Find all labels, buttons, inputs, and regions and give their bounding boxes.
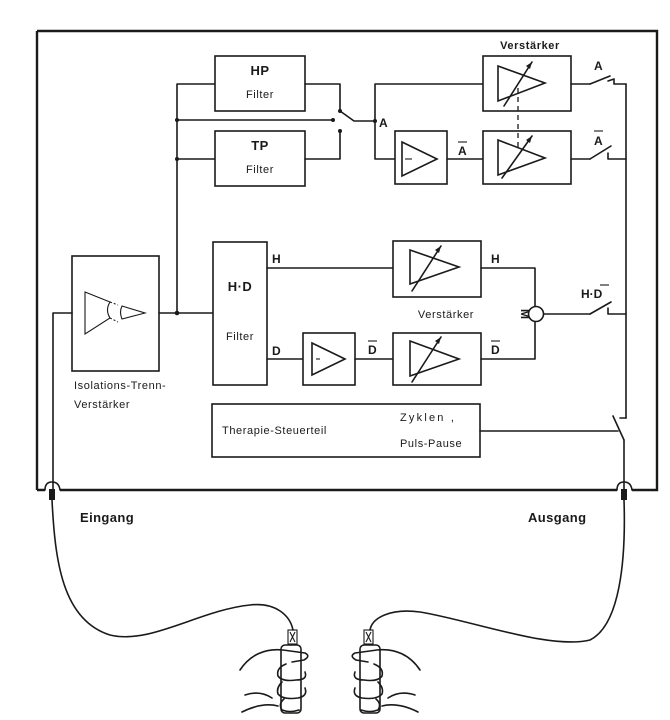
amplifier-icon [497, 64, 548, 103]
isolation-amplifier-icon [84, 291, 148, 336]
input-wire [52, 312, 73, 494]
output-label: Ausgang [528, 510, 586, 525]
hd-filter-sub: Filter [226, 331, 254, 343]
hp-filter-block: HP Filter [214, 55, 306, 112]
output-connector [616, 481, 633, 500]
amplifier-icon [497, 138, 548, 177]
signal-a-bar-label: A [458, 144, 467, 158]
filter-selector-switch [331, 109, 376, 133]
signal-d-bar-mid-label: D [368, 343, 377, 357]
output-cable [369, 499, 626, 643]
control-unit-name: Therapie-Steuerteil [222, 425, 327, 437]
switch-a: A [589, 59, 627, 85]
signal-h-out-label: H [491, 252, 500, 266]
right-hand-electrode-icon [351, 629, 421, 714]
isolation-amp-label-2: Verstärker [74, 399, 130, 411]
variable-amplifier-a-bar [482, 130, 572, 185]
amplifier-icon [409, 339, 462, 378]
inverter-icon [401, 140, 439, 178]
output-enable-switch [612, 415, 627, 493]
input-connector [44, 481, 61, 500]
inverter-icon [311, 341, 347, 377]
signal-a-label: A [379, 116, 388, 130]
signal-h-in-label: H [272, 252, 281, 266]
svg-text:H·D: H·D [581, 287, 603, 301]
input-label: Eingang [80, 510, 134, 525]
hp-filter-name: HP [250, 63, 269, 78]
tp-filter-sub: Filter [246, 164, 274, 176]
input-cable [51, 499, 294, 638]
tp-filter-block: TP Filter [214, 130, 306, 187]
hp-filter-sub: Filter [246, 89, 274, 101]
switch-h-d-bar: H·D [581, 284, 627, 315]
switch-a-bar: A [589, 130, 627, 160]
left-hand-electrode-icon [239, 629, 309, 714]
inverter-d-block [302, 332, 356, 386]
mixer-node: M [518, 305, 545, 323]
variable-amplifier-h [392, 240, 482, 298]
svg-text:A: A [594, 134, 603, 148]
tp-filter-name: TP [251, 138, 269, 153]
amplifier-top-label: Verstärker [500, 40, 560, 52]
amplifier-mid-label: Verstärker [418, 309, 474, 321]
amplifier-icon [409, 248, 462, 286]
svg-text:A: A [594, 59, 603, 73]
control-unit-param-cycles: Zyklen , [400, 412, 456, 424]
signal-d-in-label: D [272, 344, 281, 358]
isolation-amp-label-1: Isolations-Trenn- [74, 380, 166, 392]
hd-filter-name: H·D [228, 279, 253, 294]
hd-filter-block: H·D Filter [212, 241, 268, 386]
inverter-a-block [394, 130, 448, 185]
variable-amplifier-d-bar [392, 332, 482, 386]
svg-text:M: M [518, 309, 532, 319]
signal-d-bar-out-label: D [491, 343, 500, 357]
therapy-control-unit: Therapie-Steuerteil Zyklen , Puls-Pause [211, 403, 481, 458]
control-unit-param-pulse-pause: Puls-Pause [400, 438, 462, 450]
device-frame [37, 29, 659, 492]
variable-amplifier-a [482, 55, 572, 112]
isolation-amplifier-block: Isolations-Trenn- Verstärker [71, 255, 166, 411]
